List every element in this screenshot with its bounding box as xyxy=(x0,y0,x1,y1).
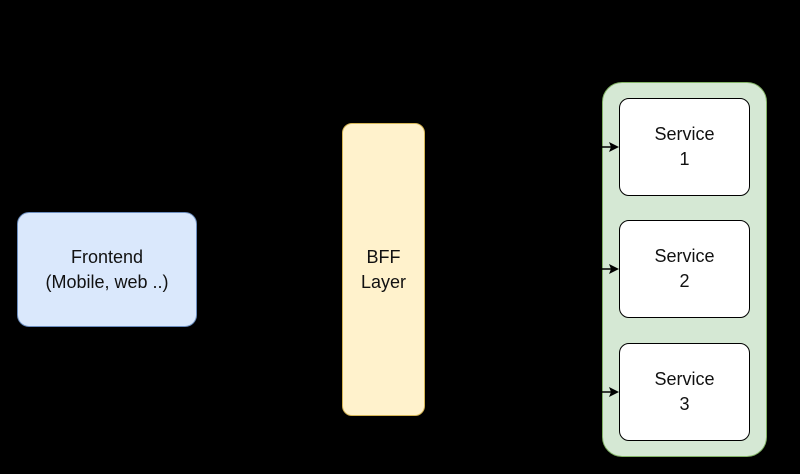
arrow-to-service-2 xyxy=(602,264,619,274)
bff-title: BFF xyxy=(366,246,401,267)
service-1-label: Service xyxy=(654,124,715,144)
service-2-node: Service 2 xyxy=(619,220,750,318)
service-1-number: 1 xyxy=(679,149,690,169)
service-3-node: Service 3 xyxy=(619,343,750,441)
service-2-number: 2 xyxy=(679,271,690,291)
frontend-title: Frontend xyxy=(70,246,144,267)
bff-subtitle: Layer xyxy=(360,271,407,292)
frontend-subtitle: (Mobile, web ..) xyxy=(45,271,169,292)
bff-layer-node: BFF Layer xyxy=(342,123,425,416)
service-3-number: 3 xyxy=(679,394,690,414)
arrow-to-service-1 xyxy=(602,142,619,152)
arrow-to-service-3 xyxy=(602,387,619,397)
service-2-label: Service xyxy=(654,246,715,266)
frontend-node: Frontend (Mobile, web ..) xyxy=(17,212,197,327)
service-3-label: Service xyxy=(654,369,715,389)
service-1-node: Service 1 xyxy=(619,98,750,196)
